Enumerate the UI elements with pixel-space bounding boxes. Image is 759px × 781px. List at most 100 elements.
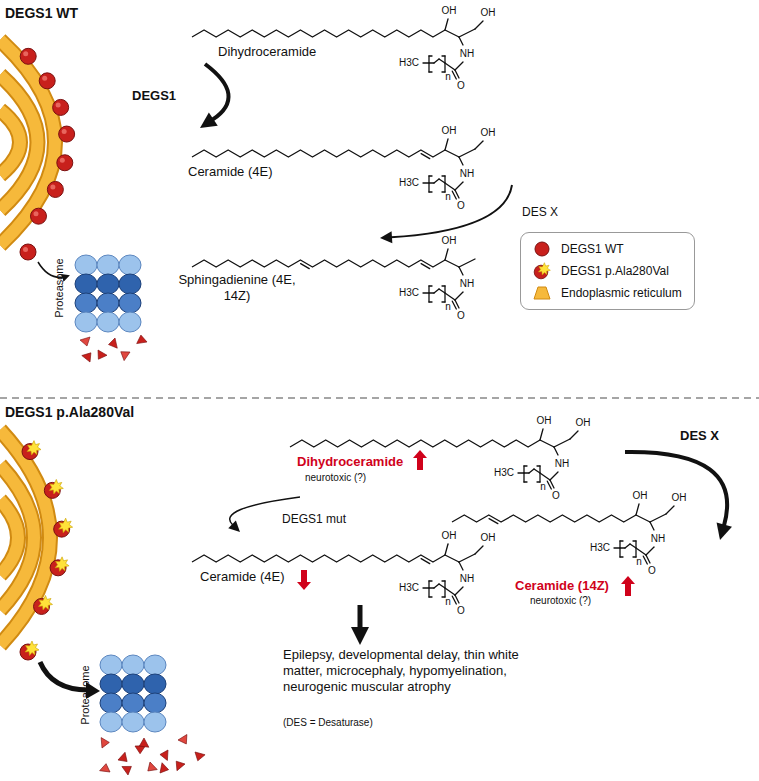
bond-line (636, 548, 646, 555)
atom-label: NH (460, 278, 474, 290)
bond-line (434, 179, 439, 183)
bond-line (475, 21, 483, 29)
bond-line (442, 71, 445, 72)
atom-label: O (552, 490, 560, 502)
bond-line (421, 264, 430, 269)
protein-fragment (118, 347, 131, 360)
endoplasmic-reticulum (0, 40, 55, 245)
protein-fragment (94, 348, 107, 361)
protein-fragment (100, 762, 113, 774)
reaction-arrow (358, 605, 363, 628)
bond-line (428, 286, 429, 302)
degs1-wt-protein (20, 244, 36, 260)
enzyme-label: DEGS1 mut (282, 512, 346, 526)
bond-line (445, 249, 448, 260)
increase-arrow (413, 450, 427, 470)
bond-line (423, 62, 429, 63)
bond-line (459, 149, 475, 157)
bond-line (547, 481, 551, 489)
bond-line (620, 556, 623, 557)
bond-line (445, 544, 448, 555)
bond-line (614, 547, 620, 548)
degs1-wt-protein (39, 73, 55, 89)
enzyme-label: DES X (680, 428, 719, 444)
proteasome (75, 255, 166, 732)
molecule-node: Dihydroceramideneurotoxic (?) (280, 412, 625, 497)
bond-line (475, 141, 483, 149)
degs1-wt-protein (53, 99, 69, 115)
protein-fragment (177, 735, 189, 746)
bond-line (619, 541, 620, 557)
bond-line (459, 29, 475, 37)
degs1-mutant-protein (54, 518, 73, 537)
bond-line (429, 182, 434, 183)
bond-line (445, 63, 455, 70)
legend-text: DEGS1 WT (561, 242, 624, 256)
enzyme-label: DEGS1 (132, 88, 176, 104)
atom-label: NH (460, 48, 474, 60)
note-text: neurotoxic (?) (305, 472, 366, 484)
bond-line (650, 514, 666, 522)
bond-line (429, 580, 432, 581)
protein-fragment (159, 748, 171, 760)
bond-line (439, 289, 445, 293)
atom-label: H3C (399, 582, 419, 594)
protein-fragment (108, 338, 118, 349)
molecule-name: Dihydroceramide (218, 44, 316, 60)
atom-label: n (636, 556, 642, 568)
bond-line (452, 596, 456, 604)
bond-line (630, 544, 636, 548)
atom-label: H3C (399, 287, 419, 299)
bond-line (429, 191, 432, 192)
outcome-text: Epilepsy, developmental delay, thin whit… (283, 647, 538, 695)
reaction-arrow (391, 185, 512, 237)
bond-line (570, 431, 578, 439)
protein-fragment (157, 763, 170, 776)
protein-fragment (192, 749, 205, 762)
bond-line (429, 292, 434, 293)
molecule-node: Ceramide (14Z)neurotoxic (?) (445, 478, 720, 611)
bond-line (439, 584, 445, 588)
atom-label: NH (555, 458, 569, 470)
molecule-node: Dihydroceramide (182, 0, 515, 64)
arrow-head (380, 231, 392, 243)
bond-line (442, 596, 445, 597)
bond-line (540, 429, 543, 440)
bond-line (445, 30, 459, 37)
protein-fragment (82, 350, 95, 363)
reaction-arrow (625, 452, 727, 526)
bond-line (445, 139, 448, 150)
proteasome-label: Proteasome (53, 258, 66, 317)
bond-line (625, 544, 630, 548)
bond-line (459, 267, 463, 275)
bond-line (459, 562, 463, 570)
bond-line (439, 59, 445, 63)
atom-label: OH (442, 530, 457, 542)
bond-line (429, 62, 434, 63)
protein-fragment (99, 738, 110, 750)
degs1-mutant-protein (50, 557, 69, 576)
bond-line (537, 481, 540, 482)
bond-line (459, 157, 463, 165)
carbon-chain (290, 440, 540, 447)
bond-line (444, 176, 445, 192)
proteasome-label: Proteasome (79, 665, 92, 724)
bond-line (445, 260, 459, 267)
bond-line (489, 519, 498, 524)
atom-label: O (457, 200, 465, 212)
bond-line (444, 56, 445, 72)
bond-line (550, 472, 558, 480)
atom-label: OH (442, 5, 457, 17)
bond-line (429, 55, 432, 56)
atom-label: OH (672, 492, 687, 504)
carbon-chain (192, 555, 445, 562)
legend-swatch (531, 283, 553, 303)
atom-label: OH (442, 235, 457, 247)
bond-line (529, 469, 534, 473)
bond-line (429, 175, 432, 176)
atom-label: H3C (399, 177, 419, 189)
atom-label: H3C (494, 467, 514, 479)
bond-line (633, 556, 636, 557)
note-text: neurotoxic (?) (530, 595, 591, 607)
atom-label: n (540, 481, 546, 493)
